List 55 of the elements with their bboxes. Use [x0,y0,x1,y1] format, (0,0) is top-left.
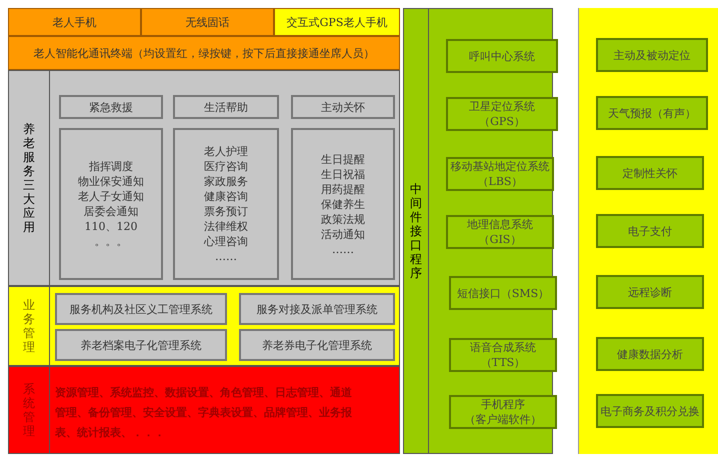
list-item: 法律维权 [204,219,248,234]
section-band [8,366,400,454]
module-box: 地理信息系统（GIS） [446,215,554,249]
category-box: 服务对接及派单管理系统 [239,293,395,325]
section-label: 系统管理 [22,382,36,438]
list-item: 居委会通知 [84,204,138,219]
list-item: 物业保安通知 [78,174,144,189]
module-box: 远程诊断 [596,275,704,309]
list-item: 医疗咨询 [204,159,248,174]
module-box: 电子商务及积分兑换 [596,394,704,428]
module-box: 定制性关怀 [596,156,704,190]
section-band [8,70,400,286]
module-box: 短信接口（SMS） [449,276,557,310]
module-box: 呼叫中心系统 [446,39,558,73]
list-item: 老人护理 [204,144,248,159]
list-item: 票务预订 [204,204,248,219]
body-text: 资源管理、系统监控、数据设置、角色管理、日志管理、通道管理、备份管理、安全设置、字典表设置、品牌管理、业务报表、统计报表、．．． [55,385,353,441]
list-item: 活动通知 [321,226,365,242]
list-item: 健康咨询 [204,189,248,204]
list-item: …… [215,249,237,264]
module-box: 卫星定位系统（GPS） [446,97,558,131]
list-item: …… [332,242,354,256]
header-cell: 无线固话 [141,8,274,36]
module-box: 天气预报（有声） [596,96,708,130]
list-item: 家政服务 [204,174,248,189]
list-item: 生日祝福 [321,166,365,182]
category-box: 养老档案电子化管理系统 [55,329,227,361]
list-item: 心理咨询 [204,234,248,249]
category-box: 服务机构及社区义工管理系统 [55,293,227,325]
list-item: 110、120 [84,219,138,234]
section-label: 业务管理 [22,298,36,354]
list-item: 指挥调度 [89,159,133,174]
module-box: 移动基站地定位系统（LBS） [446,157,554,191]
module-box: 主动及被动定位 [596,38,708,72]
module-box: 手机程序（客户端软件） [449,395,557,429]
header-cell: 老人手机 [8,8,141,36]
module-box: 语音合成系统（TTS） [449,338,557,372]
module-box: 健康数据分析 [596,337,704,371]
list-item: 老人子女通知 [78,189,144,204]
list-item: 保健养生 [321,196,365,212]
section-label: 养老服务三大应用 [22,122,36,234]
list-item: 用药提醒 [321,182,365,196]
list-item: 生日提醒 [321,152,365,166]
vertical-label: 中间件接口程序 [410,182,422,280]
category-box: 生活帮助 [173,95,279,119]
category-box: 养老券电子化管理系统 [239,329,395,361]
column-panel [578,8,718,454]
module-box: 电子支付 [596,214,704,248]
section-band [8,286,400,366]
header-cell: 老人智能化通讯终端（均设置红，绿按键，按下后直接接通坐席人员） [8,36,400,70]
category-box: 紧急救援 [59,95,163,119]
list-item: 政策法规 [321,212,365,226]
list-item: 。。。 [94,234,128,249]
header-cell: 交互式GPS老人手机 [274,8,400,36]
category-box: 主动关怀 [291,95,395,119]
